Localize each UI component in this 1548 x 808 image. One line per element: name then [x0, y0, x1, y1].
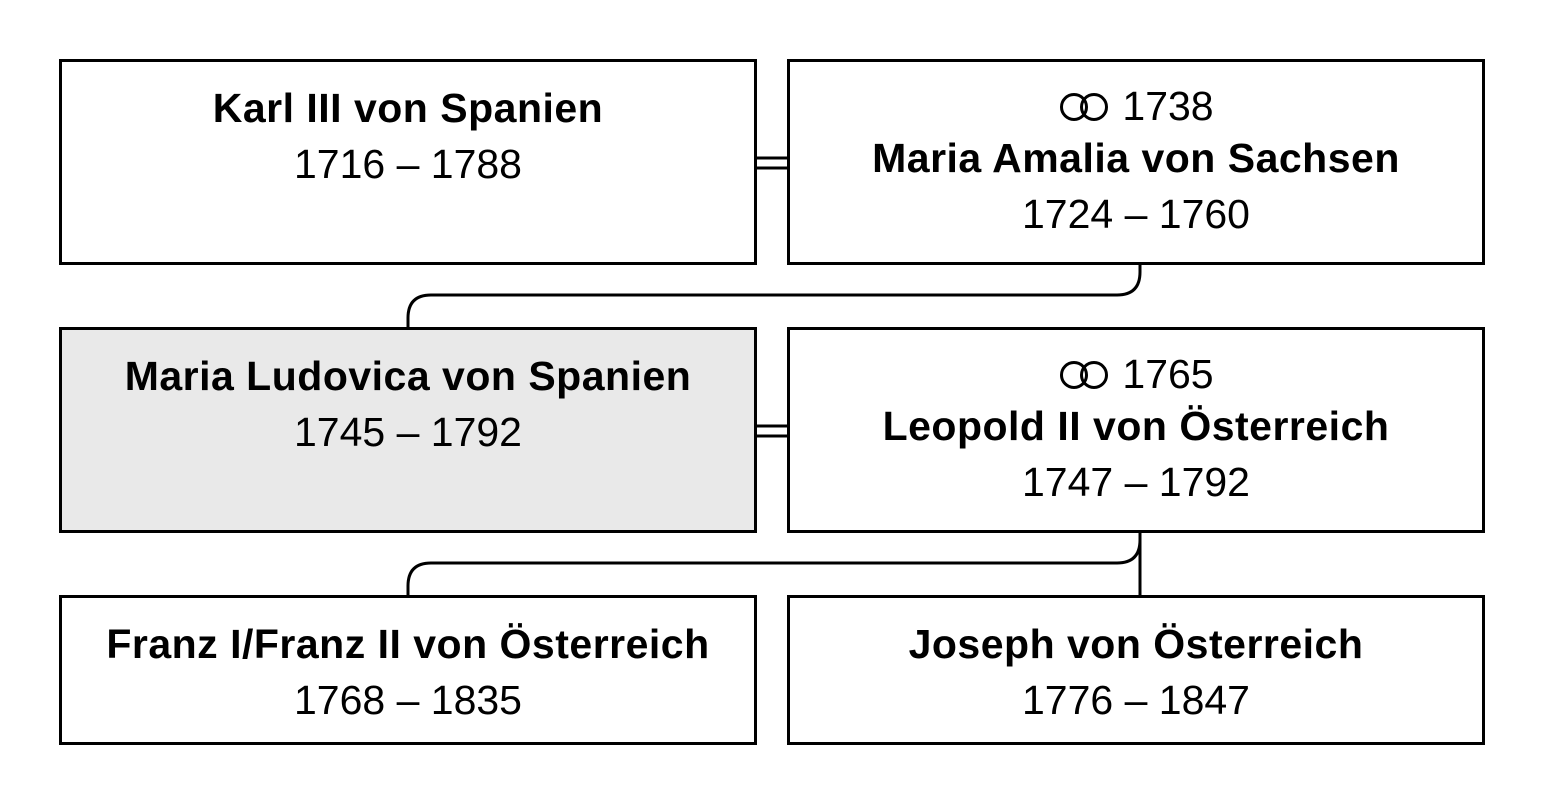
person-box-maria-ludovica: Maria Ludovica von Spanien 1745 – 1792 — [59, 327, 757, 533]
person-dates: 1776 – 1847 — [1021, 677, 1250, 723]
marriage-info: 1738 — [790, 82, 1482, 130]
wedding-rings-icon — [1060, 93, 1109, 121]
descent-line-2 — [406, 532, 1142, 596]
person-box-franz: Franz I/Franz II von Österreich 1768 – 1… — [59, 595, 757, 745]
descent-line-1 — [406, 265, 1142, 328]
marriage-info: 1765 — [790, 350, 1482, 398]
person-name: Karl III von Spanien — [212, 85, 604, 131]
person-dates: 1747 – 1792 — [1021, 459, 1250, 505]
person-dates: 1768 – 1835 — [293, 677, 522, 723]
wedding-rings-icon — [1060, 361, 1109, 389]
person-name: Joseph von Österreich — [908, 621, 1364, 667]
person-box-maria-amalia: 1738 Maria Amalia von Sachsen 1724 – 176… — [787, 59, 1485, 265]
person-dates: 1745 – 1792 — [293, 409, 522, 455]
person-dates: 1724 – 1760 — [1021, 191, 1250, 237]
marriage-year: 1765 — [1122, 351, 1214, 397]
person-box-karl: Karl III von Spanien 1716 – 1788 — [59, 59, 757, 265]
person-dates: 1716 – 1788 — [293, 141, 522, 187]
person-box-leopold: 1765 Leopold II von Österreich 1747 – 17… — [787, 327, 1485, 533]
person-name: Maria Ludovica von Spanien — [124, 353, 692, 399]
marriage-year: 1738 — [1122, 83, 1214, 129]
person-box-joseph: Joseph von Österreich 1776 – 1847 — [787, 595, 1485, 745]
person-name: Leopold II von Österreich — [882, 403, 1390, 449]
person-name: Franz I/Franz II von Österreich — [106, 621, 710, 667]
person-name: Maria Amalia von Sachsen — [872, 135, 1400, 181]
